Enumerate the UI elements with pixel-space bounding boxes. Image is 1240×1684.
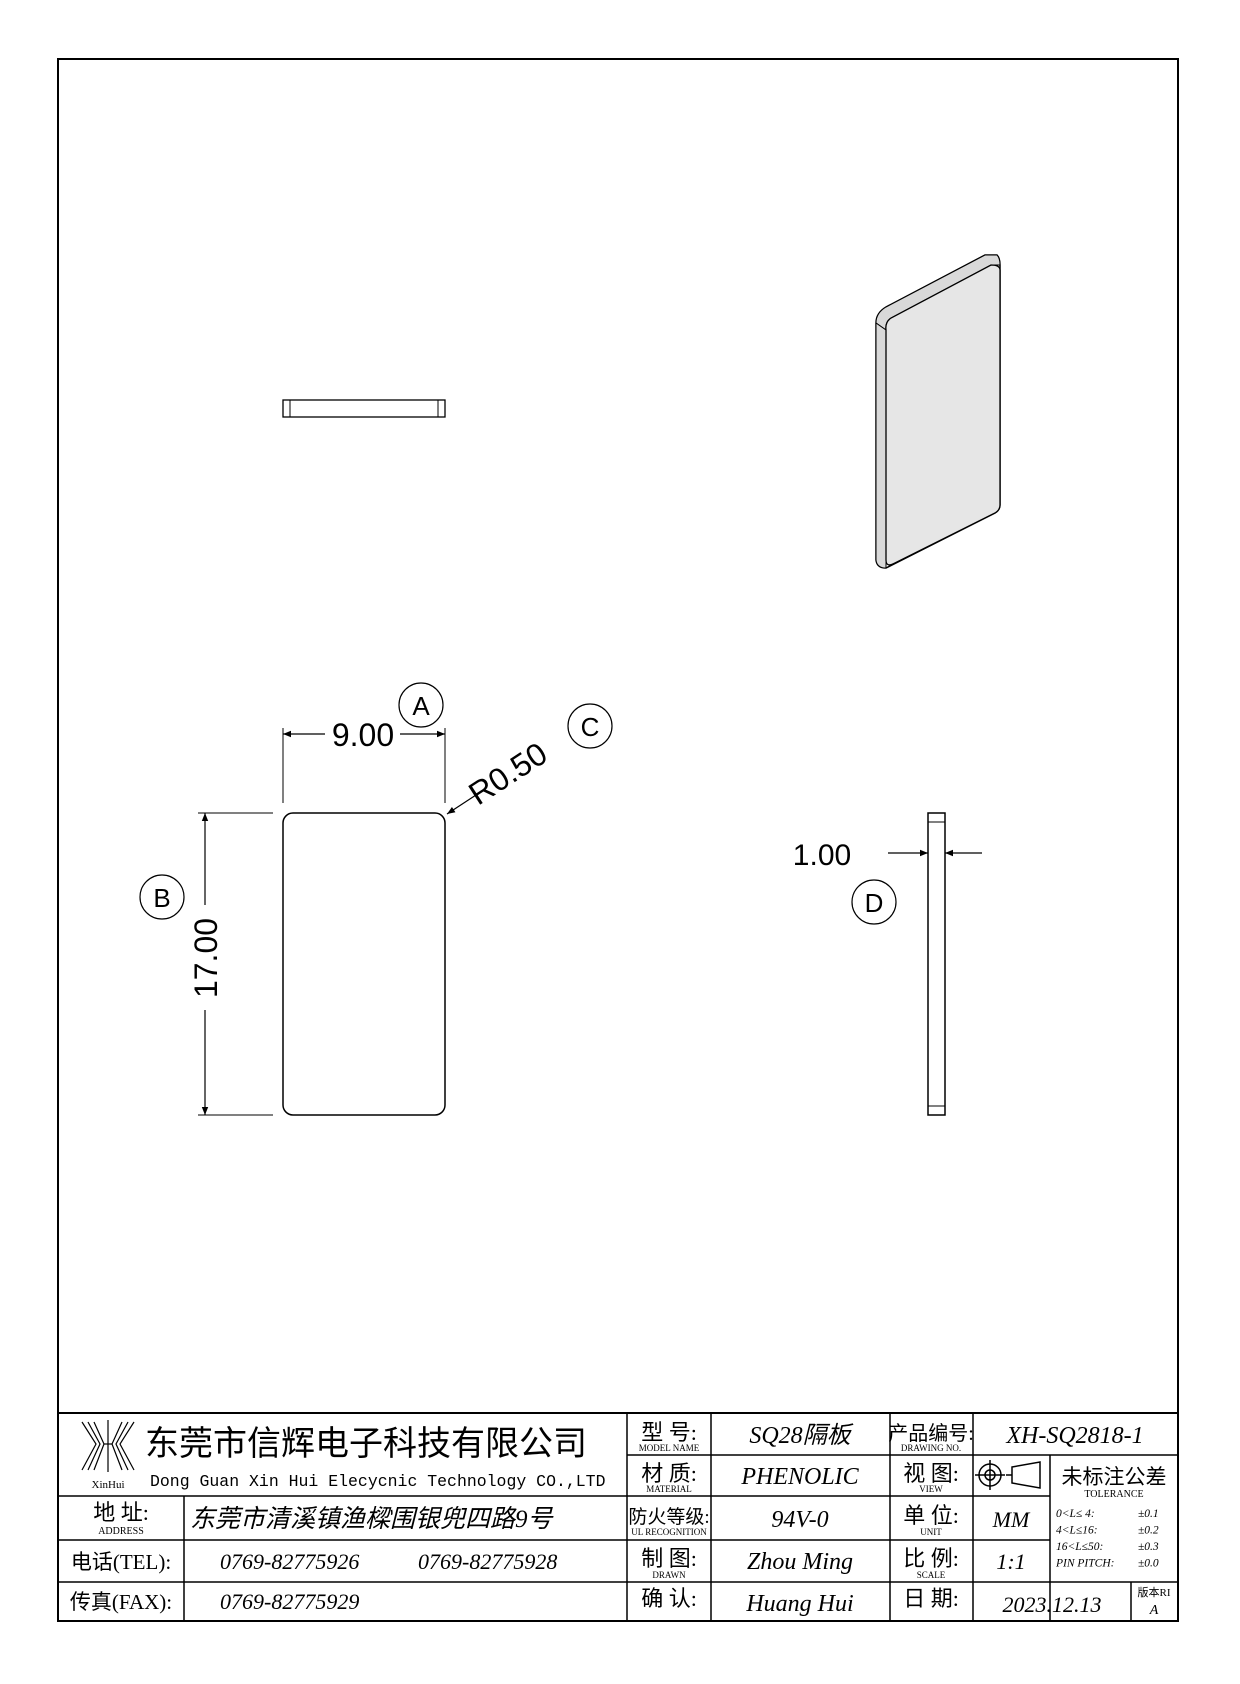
radius-dimension-label: R0.50	[462, 735, 553, 812]
tolerance-range: PIN PITCH:	[1055, 1558, 1114, 1570]
isometric-view	[875, 254, 1001, 569]
callout-b: B	[139, 874, 185, 920]
drawing-frame	[57, 58, 1179, 1622]
side-view: 1.00	[793, 812, 982, 1116]
logo-lettering: XinHui	[92, 1479, 125, 1491]
address-label: 地 址:	[93, 1500, 149, 1525]
height-dimension-label: 17.00	[188, 918, 224, 998]
address-label-en: ADDRESS	[98, 1526, 144, 1537]
drawing-no-label-en: DRAWING NO.	[901, 1443, 961, 1453]
svg-text:D: D	[865, 888, 884, 918]
company-logo: XinHui	[81, 1420, 135, 1491]
material-value: PHENOLIC	[740, 1464, 859, 1490]
tolerance-value: ±0.0	[1138, 1558, 1159, 1570]
view-label: 视 图:	[903, 1461, 959, 1486]
unit-label-en: UNIT	[920, 1527, 942, 1537]
thickness-dimension-label: 1.00	[793, 839, 851, 872]
drawn-label-en: DRAWN	[652, 1570, 686, 1580]
fire-rating-label: 防火等级:	[628, 1506, 709, 1528]
tolerance-label: 未标注公差	[1062, 1465, 1167, 1489]
fire-rating-value: 94V-0	[771, 1507, 828, 1533]
tolerance-value: ±0.3	[1138, 1541, 1159, 1553]
fax-value: 0769-82775929	[220, 1589, 359, 1614]
top-view: 9.00 17.00 R0.50	[188, 717, 553, 1116]
unit-value: MM	[992, 1507, 1031, 1532]
fire-rating-label-en: UL RECOGNITION	[631, 1527, 707, 1537]
title-block	[57, 1412, 1179, 1622]
model-label-en: MODEL NAME	[639, 1443, 700, 1453]
tolerance-value: ±0.2	[1138, 1525, 1159, 1537]
confirm-label: 确 认:	[641, 1586, 697, 1611]
drawing-no-value: XH-SQ2818-1	[1005, 1423, 1143, 1449]
projection-symbol-icon	[975, 1460, 1041, 1490]
company-name-en: Dong Guan Xin Hui Elecycnic Technology C…	[150, 1472, 606, 1491]
tolerance-value: ±0.1	[1138, 1508, 1159, 1520]
drawn-value: Zhou Ming	[747, 1549, 853, 1575]
fax-label: 传真(FAX):	[70, 1590, 172, 1614]
tolerance-range: 4<L≤16:	[1056, 1525, 1098, 1537]
callout-d: D	[851, 879, 897, 925]
drawn-label: 制 图:	[641, 1546, 697, 1571]
date-value: 2023.12.13	[1003, 1592, 1102, 1617]
model-value: SQ28隔板	[749, 1422, 853, 1449]
tel-value-1: 0769-82775926	[220, 1549, 359, 1574]
drawing-no-label: 产品编号:	[888, 1422, 974, 1445]
tel-label: 电话(TEL):	[71, 1550, 171, 1574]
svg-text:B: B	[153, 883, 170, 913]
company-name-cn: 东莞市信辉电子科技有限公司	[145, 1425, 587, 1463]
address-value: 东莞市清溪镇渔樑围银兜四路9号	[190, 1505, 555, 1533]
scale-label-en: SCALE	[917, 1570, 946, 1580]
plate-outline	[282, 812, 446, 1116]
tolerance-label-en: TOLERANCE	[1084, 1489, 1143, 1500]
model-label: 型 号:	[641, 1420, 697, 1445]
callout-a: A	[398, 682, 444, 728]
tolerance-range: 16<L≤50:	[1056, 1541, 1103, 1553]
front-view	[282, 399, 446, 418]
unit-label: 单 位:	[903, 1503, 959, 1528]
tel-value-2: 0769-82775928	[418, 1549, 557, 1574]
material-label: 材 质:	[641, 1461, 697, 1486]
width-dimension-label: 9.00	[332, 717, 394, 753]
scale-value: 1:1	[996, 1549, 1025, 1574]
confirm-value: Huang Hui	[745, 1591, 853, 1617]
version-label: 版本RI	[1138, 1585, 1171, 1599]
svg-text:A: A	[412, 691, 430, 721]
version-value: A	[1149, 1603, 1159, 1618]
svg-text:C: C	[581, 712, 600, 742]
view-label-en: VIEW	[919, 1484, 943, 1494]
material-label-en: MATERIAL	[646, 1484, 692, 1494]
date-label: 日 期:	[903, 1586, 959, 1611]
tolerance-range: 0<L≤ 4:	[1056, 1508, 1095, 1520]
scale-label: 比 例:	[903, 1546, 959, 1571]
callout-c: C	[567, 703, 613, 749]
